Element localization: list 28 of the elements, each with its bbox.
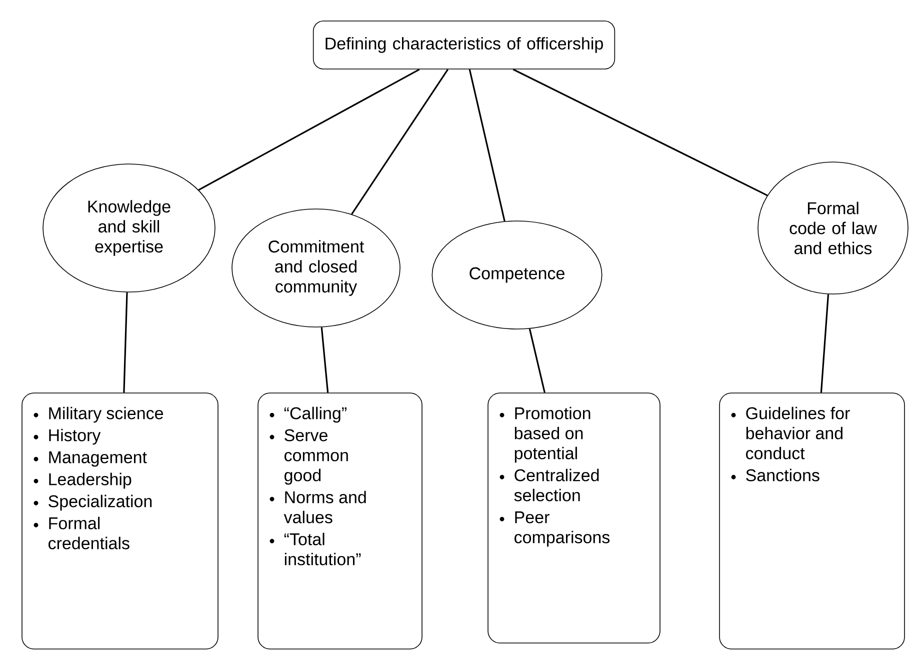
list-box xyxy=(488,392,660,644)
connector-line xyxy=(123,292,128,393)
list-item: Military science xyxy=(34,406,164,423)
list-box xyxy=(22,392,218,650)
connector-line xyxy=(351,68,448,215)
list-item: Serve common good xyxy=(270,429,348,485)
list-item: “Total institution” xyxy=(270,532,361,566)
list-item: History xyxy=(34,428,101,445)
list-item: “Calling” xyxy=(270,406,346,423)
list-box xyxy=(719,392,905,650)
connector-line xyxy=(512,68,768,196)
list-item: Management xyxy=(34,451,147,467)
list-item: Sanctions xyxy=(731,468,820,482)
list-box xyxy=(258,392,422,650)
connector-line xyxy=(528,328,546,393)
title-box: Defining characteristics of officership xyxy=(312,20,616,70)
connector-line xyxy=(320,327,329,393)
list-item: Guidelines for behavior and conduct xyxy=(731,406,850,460)
connector-line xyxy=(198,68,420,191)
list-item: Centralized selection xyxy=(500,468,599,502)
list-item: Specialization xyxy=(34,494,152,511)
list-item: Promotion based on potential xyxy=(500,406,590,463)
list-item: Leadership xyxy=(34,472,132,489)
connector-line xyxy=(820,294,830,393)
list-item: Norms and values xyxy=(270,490,366,524)
list-item: Formal credentials xyxy=(34,516,130,550)
list-item: Peer comparisons xyxy=(500,511,610,547)
connector-line xyxy=(468,69,506,222)
